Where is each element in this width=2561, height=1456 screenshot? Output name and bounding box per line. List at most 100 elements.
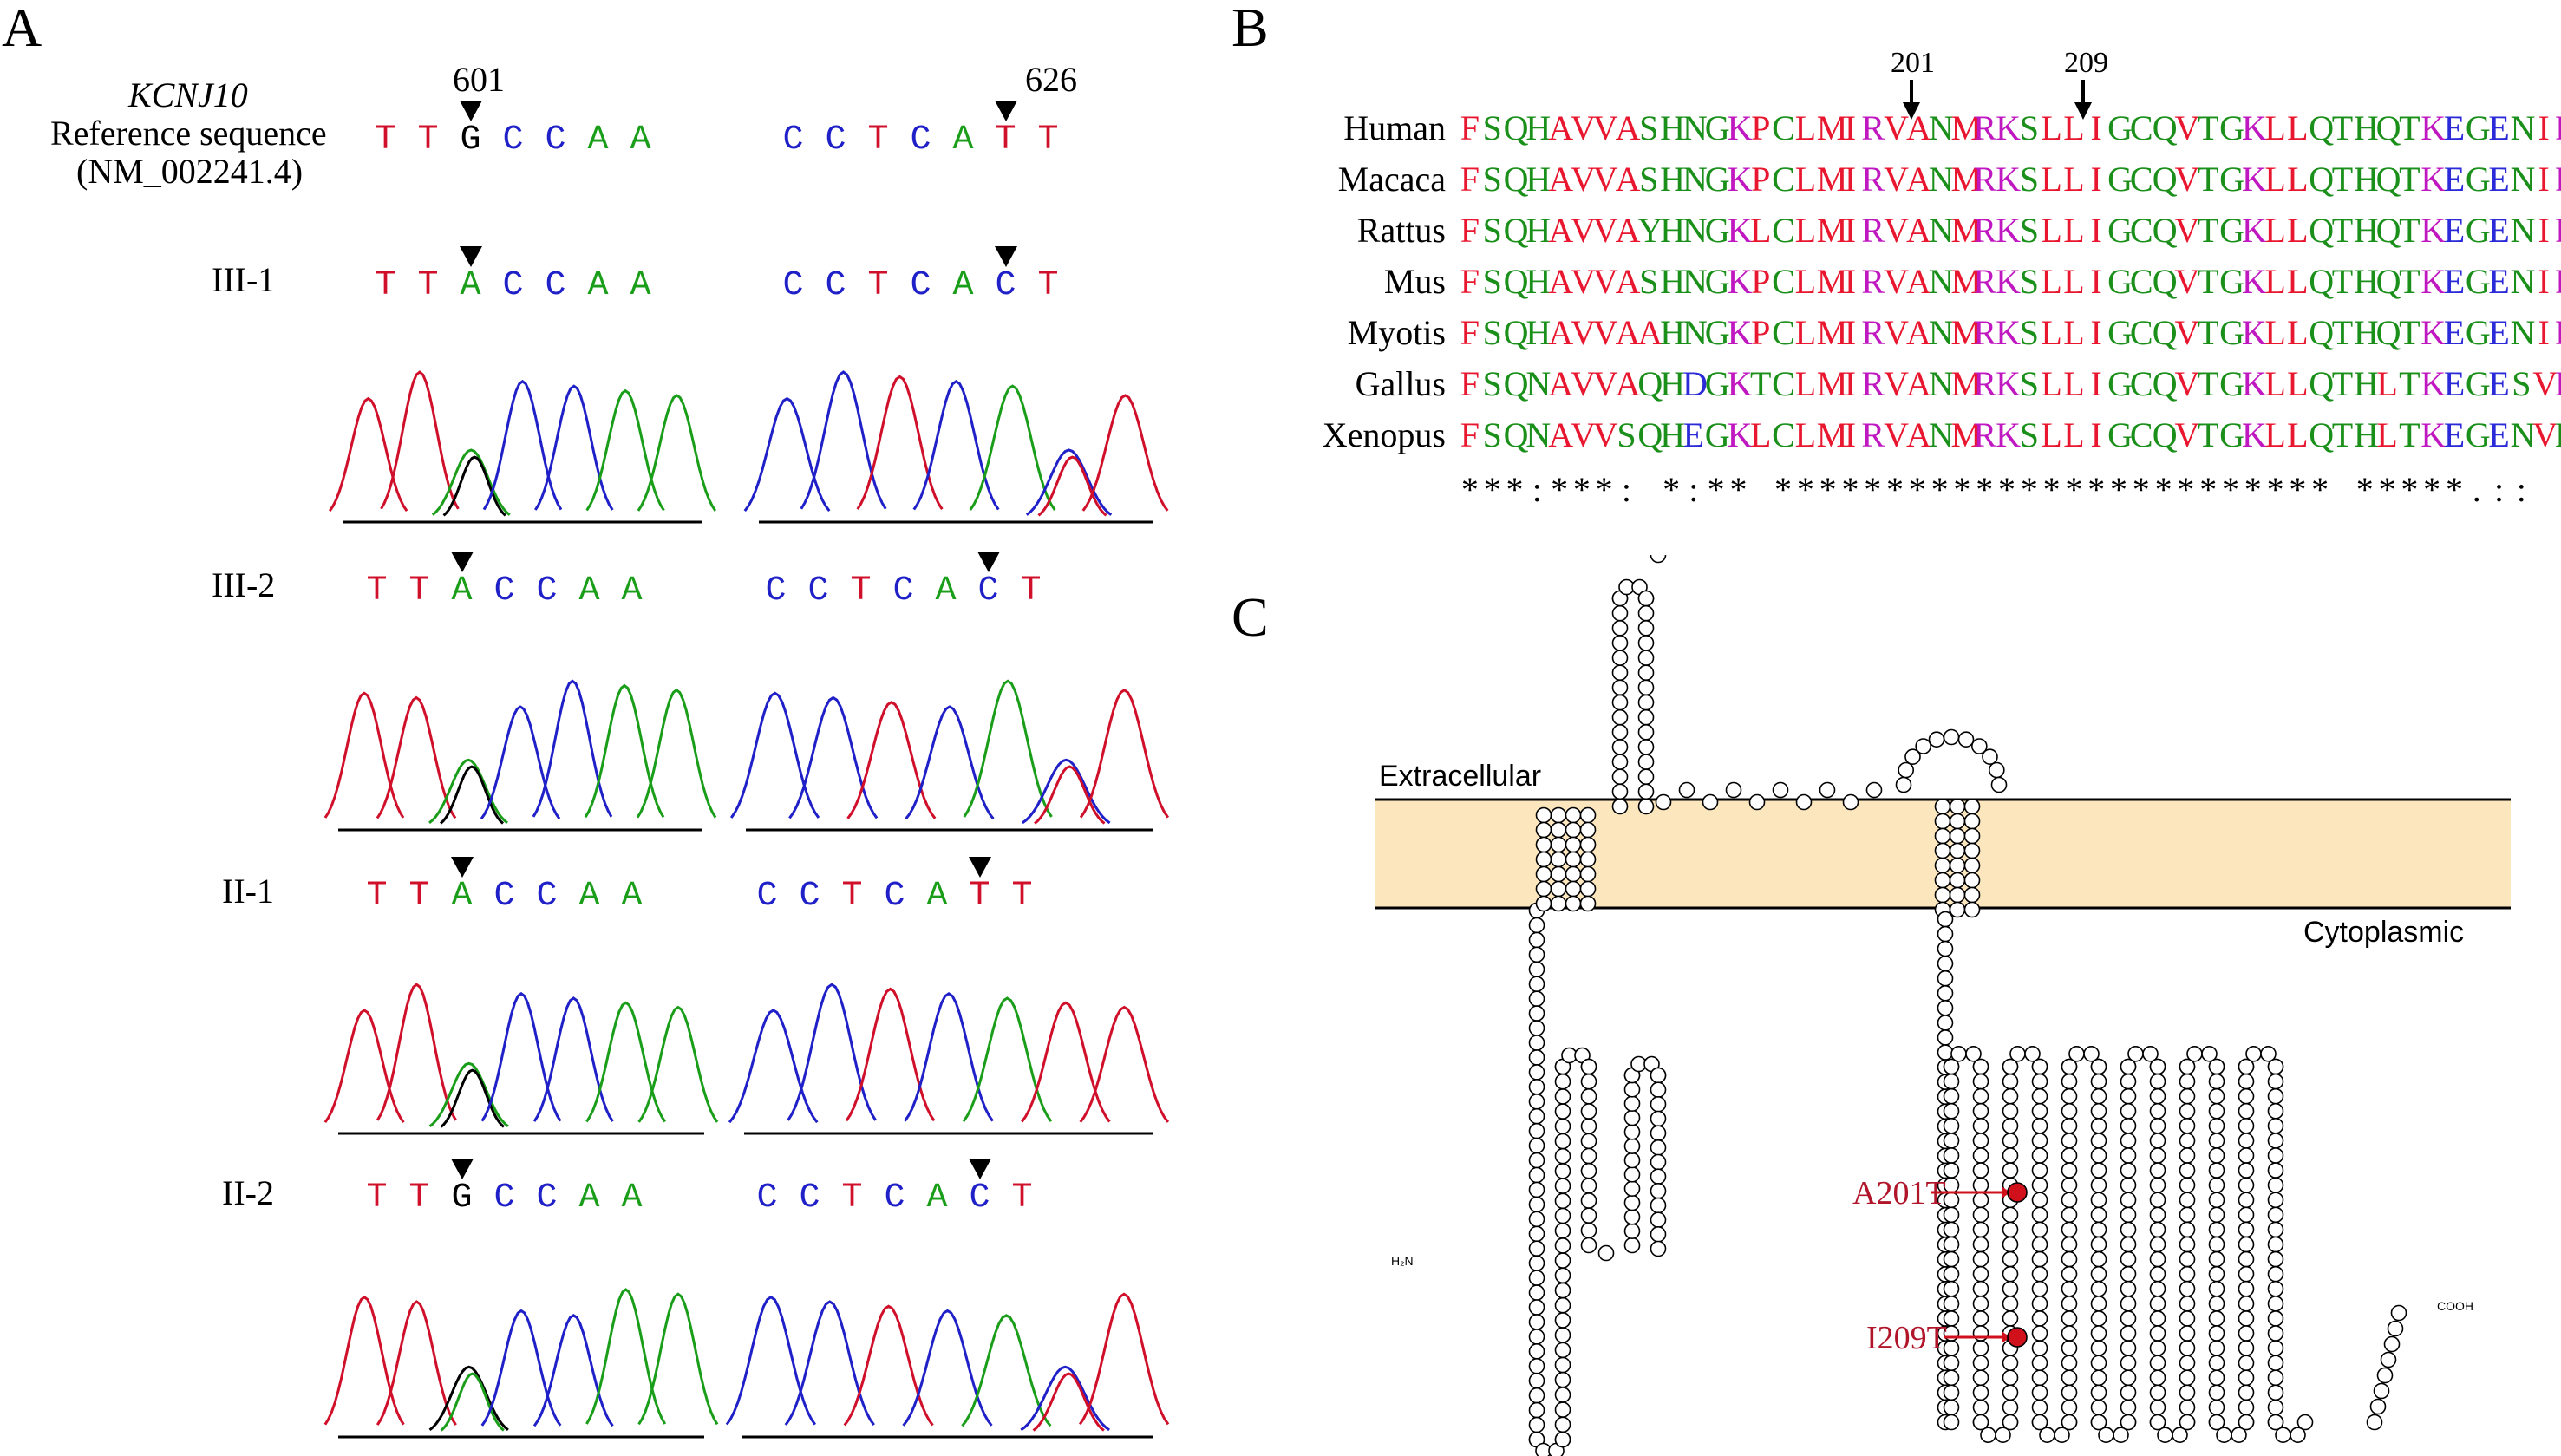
residue-bead xyxy=(1650,1211,1667,1228)
residue-bead xyxy=(1950,1045,1967,1062)
residue: M xyxy=(1950,364,1983,403)
residue: L xyxy=(2287,364,2309,403)
residue-bead xyxy=(2366,1414,2383,1431)
residue: Q xyxy=(2152,211,2178,250)
chromatogram-peak xyxy=(440,1372,505,1432)
residue-bead xyxy=(1565,821,1582,839)
residue-bead xyxy=(1528,1225,1545,1243)
base-letter: T xyxy=(366,571,388,610)
residue-bead xyxy=(1928,731,1945,748)
residue: V xyxy=(2174,313,2200,352)
residue: K xyxy=(2421,364,2447,403)
consensus-symbol: * xyxy=(1483,470,1501,509)
chromatogram-peak xyxy=(380,370,460,510)
residue-bead xyxy=(1937,1015,1954,1031)
base-letter: T xyxy=(417,266,439,305)
residue-bead xyxy=(2090,1133,2107,1149)
residue-bead xyxy=(1611,739,1629,755)
residue: V xyxy=(1884,415,1910,454)
residue: L xyxy=(2063,108,2085,147)
chromatogram-peak xyxy=(323,1009,405,1124)
residue: Q xyxy=(2152,108,2178,147)
residue: L xyxy=(2287,262,2309,301)
residue-bead xyxy=(2208,1265,2225,1283)
residue: L xyxy=(1794,364,1817,403)
residue: T xyxy=(2331,262,2354,301)
residue: Q xyxy=(2309,262,2335,301)
residue-bead xyxy=(2149,1280,2166,1297)
base-letter: C xyxy=(756,877,778,916)
species-name: Human xyxy=(1343,108,1446,147)
residue: K xyxy=(2421,160,2447,199)
consensus-symbol: * xyxy=(1953,470,1971,509)
residue-bead xyxy=(1963,798,1981,815)
residue-bead xyxy=(2179,1414,2196,1431)
residue-bead xyxy=(2149,1414,2166,1431)
base-letter: A xyxy=(621,877,643,916)
base-letter: A xyxy=(578,571,600,610)
residue-bead xyxy=(1554,1118,1571,1135)
residue-bead xyxy=(2031,1087,2048,1105)
residue-bead xyxy=(1637,768,1655,786)
residue-bead xyxy=(2238,1250,2255,1268)
residue-bead xyxy=(1937,984,1954,1002)
residue-bead xyxy=(1972,1399,1989,1416)
residue-bead xyxy=(1611,604,1629,622)
chromatogram-peak xyxy=(1022,758,1111,825)
residue-bead xyxy=(1943,1118,1960,1134)
base-letter: T xyxy=(1037,121,1059,160)
residue-bead xyxy=(2179,1355,2196,1371)
base-letter: T xyxy=(1011,1179,1033,1218)
residue-bead xyxy=(2090,1073,2107,1090)
mutation-arrowhead xyxy=(2002,1186,2010,1198)
residue: I xyxy=(2090,160,2102,199)
residue-bead xyxy=(1637,635,1655,651)
residue-bead xyxy=(2179,1384,2196,1401)
consensus-symbol: * xyxy=(1819,470,1837,509)
residue-bead xyxy=(2120,1147,2137,1164)
chromatogram-peak xyxy=(637,1292,719,1426)
residue: F xyxy=(1460,108,1480,147)
residue-bead xyxy=(2031,1147,2048,1164)
residue-bead xyxy=(2238,1310,2255,1327)
residue: I xyxy=(1844,160,1857,199)
residue-bead xyxy=(1943,1102,1960,1120)
residue: A xyxy=(1905,108,1931,147)
residue-bead xyxy=(2238,1102,2255,1120)
residue: V xyxy=(1884,313,1910,352)
residue: G xyxy=(1704,211,1730,250)
residue-bead xyxy=(2179,1162,2196,1179)
consensus-symbol xyxy=(1637,473,1660,507)
residue: P xyxy=(1751,160,1771,199)
residue: H xyxy=(1525,160,1552,199)
residue-bead xyxy=(1528,946,1545,963)
residue-bead xyxy=(1565,806,1582,824)
residue: L xyxy=(2376,364,2398,403)
residue-bead xyxy=(1579,865,1597,883)
residue: G xyxy=(2219,160,2244,199)
residue-bead xyxy=(1934,886,1951,904)
residue-bead xyxy=(2002,1162,2019,1179)
residue-bead xyxy=(1972,1384,1989,1401)
residue-bead xyxy=(2238,1133,2255,1149)
consensus-symbol: * xyxy=(1460,470,1479,509)
base-letter: A xyxy=(451,877,473,916)
residue-bead xyxy=(2238,1162,2255,1179)
residue-bead xyxy=(2090,1192,2107,1209)
residue-bead xyxy=(1650,1197,1667,1214)
residue: V xyxy=(1884,262,1910,301)
residue-bead xyxy=(2245,1045,2262,1062)
residue: H xyxy=(1525,108,1552,147)
chromatogram-peak xyxy=(912,379,1000,511)
residue-bead xyxy=(2149,1133,2166,1149)
residue-bead xyxy=(1943,1414,1960,1431)
residue-bead xyxy=(1937,955,1954,972)
residue-bead xyxy=(1528,1401,1545,1419)
residue-bead xyxy=(2002,1087,2019,1105)
base-letter: C xyxy=(910,121,931,160)
residue-bead xyxy=(1550,895,1567,912)
